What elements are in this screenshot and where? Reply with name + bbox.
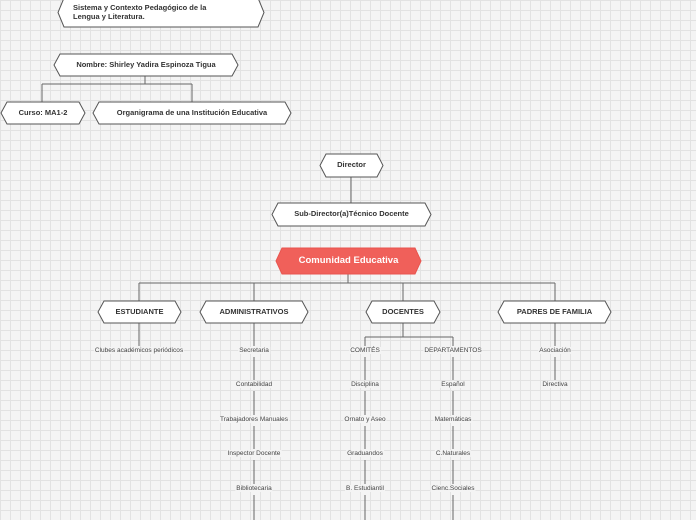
comunidad-label: Comunidad Educativa — [298, 254, 399, 266]
departamentos-item[interactable]: Cienc.Sociales — [430, 485, 476, 492]
course-title-line1: Sistema y Contexto Pedagógico de la — [73, 2, 207, 12]
curso-label: Curso: MA1-2 — [18, 107, 68, 117]
comites-item[interactable]: B. Estudiantil — [345, 485, 385, 492]
administrativos-item[interactable]: Bibliotecaria — [235, 485, 273, 492]
padres-node[interactable]: PADRES DE FAMILIA — [497, 300, 612, 324]
docentes-label: DOCENTES — [382, 306, 424, 316]
nombre-node[interactable]: Nombre: Shirley Yadira Espinoza Tigua — [53, 53, 239, 77]
departamentos-item[interactable]: C.Naturales — [434, 450, 472, 457]
course-title-line2: Lengua y Literatura. — [73, 11, 145, 21]
estudiante-label: ESTUDIANTE — [115, 306, 164, 316]
padres-item[interactable]: Asociación — [538, 347, 572, 354]
administrativos-item[interactable]: Trabajadores Manuales — [218, 416, 290, 423]
comunidad-node[interactable]: Comunidad Educativa — [275, 247, 422, 275]
comites-title[interactable]: COMITÉS — [349, 347, 381, 354]
administrativos-item[interactable]: Secretaria — [238, 347, 270, 354]
departamentos-title[interactable]: DEPARTAMENTOS — [423, 347, 483, 354]
director-label: Director — [337, 160, 366, 170]
subdirector-node[interactable]: Sub-Director(a)Técnico Docente — [271, 202, 432, 227]
padres-label: PADRES DE FAMILIA — [516, 306, 593, 316]
comites-item[interactable]: Ornato y Aseo — [343, 416, 387, 423]
organigrama-node[interactable]: Organigrama de una Institución Educativa — [92, 101, 292, 125]
administrativos-label: ADMINISTRATIVOS — [219, 306, 289, 316]
docentes-node[interactable]: DOCENTES — [365, 300, 441, 324]
administrativos-item[interactable]: Contabilidad — [234, 381, 274, 388]
padres-item[interactable]: Directiva — [541, 381, 569, 388]
curso-node[interactable]: Curso: MA1-2 — [0, 101, 86, 125]
organigrama-label: Organigrama de una Institución Educativa — [116, 107, 268, 117]
director-node[interactable]: Director — [319, 153, 384, 178]
administrativos-item[interactable]: Inspector Docente — [226, 450, 282, 457]
departamentos-item[interactable]: Español — [440, 381, 466, 388]
estudiante-item[interactable]: Clubes académicos periódicos — [93, 347, 185, 354]
comites-item[interactable]: Graduandos — [346, 450, 384, 457]
departamentos-item[interactable]: Matemáticas — [433, 416, 473, 423]
administrativos-node[interactable]: ADMINISTRATIVOS — [199, 300, 309, 324]
subdirector-label: Sub-Director(a)Técnico Docente — [294, 209, 409, 219]
comites-item[interactable]: Disciplina — [350, 381, 380, 388]
nombre-label: Nombre: Shirley Yadira Espinoza Tigua — [76, 59, 216, 69]
estudiante-node[interactable]: ESTUDIANTE — [97, 300, 182, 324]
